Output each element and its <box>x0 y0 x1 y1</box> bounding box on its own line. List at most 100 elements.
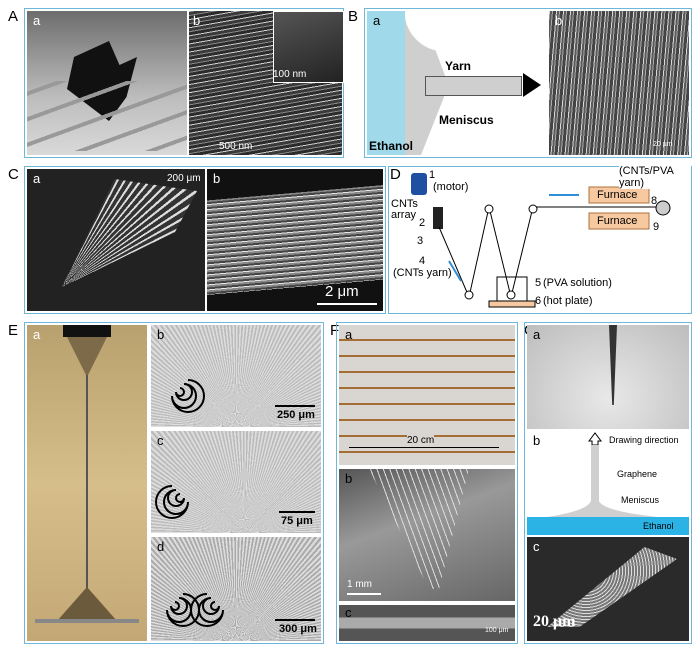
spiral-double-icon <box>166 593 224 627</box>
panel-f-b-scale: 1 mm <box>347 579 372 590</box>
panel-e-c-scalebar <box>279 511 315 513</box>
yarn-label: Yarn <box>445 59 472 73</box>
d-n8: 8 <box>651 195 658 207</box>
spiral-reverse-icon <box>155 485 189 519</box>
panel-b-letter: B <box>348 8 359 25</box>
panel-c-image-b <box>207 169 383 311</box>
collection-spool <box>655 200 671 216</box>
panel-f-sub-a: a <box>345 327 353 342</box>
roller-4 <box>528 204 538 214</box>
g-graphene-label: Graphene <box>617 469 658 479</box>
graphene-fiber <box>591 445 599 505</box>
panel-e-sub-a: a <box>33 327 41 342</box>
panel-d-letter: D <box>390 166 401 183</box>
panel-e-d-scalebar <box>275 619 315 621</box>
top-cone <box>67 337 107 377</box>
panel-e-letter: E <box>8 322 19 339</box>
ethanol-region <box>367 11 407 155</box>
bottom-cone <box>57 587 117 621</box>
g-meniscus-label: Meniscus <box>621 495 660 505</box>
panel-e: a b 250 μm c 75 μm d 300 μm <box>24 322 324 644</box>
panel-c-sub-a: a <box>33 171 41 186</box>
d-hot-plate: (hot plate) <box>543 295 593 307</box>
panel-c: a 200 μm b 2 μm <box>24 166 386 314</box>
panel-e-sub-c: c <box>157 433 164 448</box>
panel-f-b-scalebar <box>347 593 381 595</box>
panel-a-sub-a: a <box>33 13 41 28</box>
d-n9: 9 <box>653 221 660 233</box>
panel-d: 1 (motor) CNTs array 2 3 4 (CNTs yarn) 5… <box>388 165 692 314</box>
panel-b-sub-b: b <box>555 13 563 28</box>
meniscus-spread <box>547 501 657 517</box>
panel-e-sub-b: b <box>157 327 165 342</box>
d-product: (CNTs/PVA yarn) <box>619 165 691 189</box>
base-plate <box>35 619 139 623</box>
d-n1: 1 <box>429 169 436 181</box>
panel-e-image-d <box>151 537 321 641</box>
panel-g-sub-a: a <box>533 327 541 342</box>
down-arrow <box>448 260 462 282</box>
panel-a-inset-scale: 100 nm <box>273 69 307 80</box>
panel-c-image-a <box>27 169 205 311</box>
needle <box>609 325 617 405</box>
panel-e-d-scale: 300 μm <box>279 623 317 635</box>
ethanol-label: Ethanol <box>369 139 413 153</box>
fiber-fan <box>62 179 197 287</box>
panel-g: a b Drawing direction Graphene Meniscus … <box>524 322 692 644</box>
d-motor: (motor) <box>433 181 469 193</box>
panel-g-image-a <box>527 325 689 429</box>
panel-e-image-a <box>27 325 147 641</box>
panel-f-image-b <box>339 469 515 601</box>
drawing-arrow <box>588 432 602 446</box>
panel-a-letter: A <box>8 8 19 25</box>
panel-b-sub-a: a <box>373 13 381 28</box>
yarn-body <box>425 76 522 96</box>
panel-b: Yarn Meniscus Ethanol a b 20 μm <box>364 8 692 158</box>
drawing-diagram <box>527 432 689 535</box>
d-n4: 4 <box>419 255 426 267</box>
panel-e-b-scale: 250 μm <box>277 409 315 421</box>
panel-f-a-scale: 20 cm <box>407 435 435 446</box>
panel-f-image-c <box>339 605 515 641</box>
panel-g-sub-b: b <box>533 433 541 448</box>
panel-e-c-scale: 75 μm <box>281 515 313 527</box>
panel-c-b-scalebar <box>317 303 377 305</box>
panel-c-sub-b: b <box>213 171 221 186</box>
panel-a-sub-b: b <box>193 13 201 28</box>
ribbon-strips <box>27 81 187 151</box>
d-n5: 5 <box>535 277 542 289</box>
panel-a: a b 100 nm 500 nm <box>24 8 344 158</box>
panel-c-a-scale: 200 μm <box>167 173 201 184</box>
panel-e-sub-d: d <box>157 539 165 554</box>
roller-2 <box>484 204 494 214</box>
d-n2: 2 <box>419 217 426 229</box>
d-n3: 3 <box>417 235 424 247</box>
panel-e-b-scalebar <box>275 405 315 407</box>
spiral-single-icon <box>171 379 205 413</box>
panel-b-b-scale: 20 μm <box>653 141 673 148</box>
panel-g-sub-c: c <box>533 539 540 554</box>
yarn-path <box>438 206 659 299</box>
d-cnts-array: CNTs array <box>391 198 418 221</box>
panel-f-sub-c: c <box>345 605 352 620</box>
d-n6: 6 <box>535 295 542 307</box>
panel-f-sub-b: b <box>345 471 353 486</box>
furnace-bottom <box>588 212 650 230</box>
panel-f-c-scale: 100 μm <box>485 627 509 634</box>
g-ethanol-label: Ethanol <box>643 521 674 531</box>
panel-g-image-c <box>527 537 689 641</box>
roller-3 <box>506 290 516 300</box>
top-clamp <box>63 325 111 337</box>
panel-f: a 20 cm b 1 mm c 100 μm <box>336 322 518 644</box>
d-furnace-bottom: Furnace <box>597 215 638 227</box>
d-furnace-top: Furnace <box>597 189 638 201</box>
process-diagram <box>411 173 671 308</box>
panel-g-c-scale: 20 μm <box>533 613 576 630</box>
roller-1 <box>464 290 474 300</box>
panel-f-a-scalebar <box>349 447 499 448</box>
d-pva: (PVA solution) <box>543 277 612 289</box>
fiber-bundle <box>369 469 469 589</box>
ethanol-layer <box>527 517 689 535</box>
cnts-array-block <box>433 207 443 229</box>
d-cnts-yarn: (CNTs yarn) <box>393 267 452 279</box>
